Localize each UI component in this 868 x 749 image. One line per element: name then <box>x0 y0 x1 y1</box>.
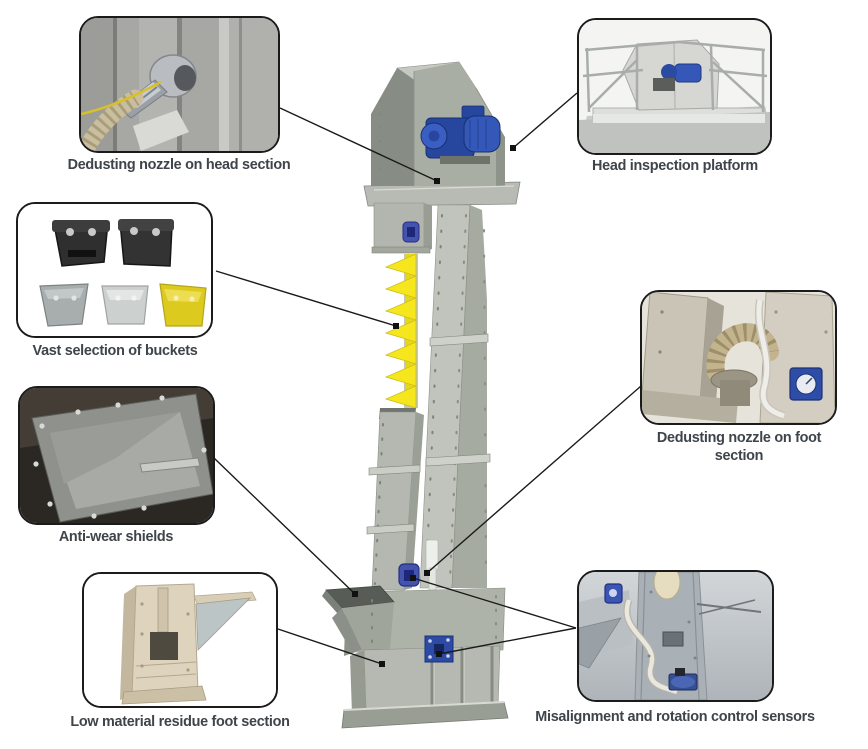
callout-dedusting-foot <box>640 290 837 425</box>
caption-anti-wear: Anti-wear shields <box>58 528 174 545</box>
dedusting-foot-photo <box>642 292 835 423</box>
anti-wear-photo <box>20 388 213 523</box>
gray-bucket <box>39 283 89 327</box>
head-platform-photo <box>579 20 770 153</box>
caption-dedusting-head: Dedusting nozzle on head section <box>67 156 291 173</box>
drive-motor <box>420 105 501 164</box>
elevator-right-leg <box>419 204 491 589</box>
sensors-photo <box>579 572 772 700</box>
connector-endpoints <box>352 145 516 667</box>
caption-buckets: Vast selection of buckets <box>32 342 198 359</box>
dark-bucket-1 <box>52 220 110 267</box>
elevator-foot <box>322 539 509 729</box>
callout-foot-residue <box>82 572 278 708</box>
connector-lines <box>213 92 642 665</box>
callout-head-platform <box>577 18 772 155</box>
buckets-photo <box>18 204 211 336</box>
caption-foot-residue: Low material residue foot section <box>70 713 290 730</box>
light-bucket <box>101 285 149 325</box>
callout-buckets <box>16 202 213 338</box>
dedusting-head-photo <box>81 18 278 151</box>
caption-head-platform: Head inspection platform <box>592 157 758 174</box>
elevator-head <box>363 61 521 207</box>
bucket-cutaway <box>384 253 418 409</box>
callout-sensors <box>577 570 774 702</box>
elevator-left-leg <box>366 202 432 591</box>
yellow-bucket <box>159 283 207 327</box>
callout-dedusting-head <box>79 16 280 153</box>
foot-residue-photo <box>84 574 276 706</box>
inlet-hopper <box>322 585 395 652</box>
caption-dedusting-foot: Dedusting nozzle on foot section <box>656 429 822 464</box>
caption-sensors: Misalignment and rotation control sensor… <box>535 708 815 725</box>
dark-bucket-2 <box>118 219 174 267</box>
callout-anti-wear <box>18 386 215 525</box>
